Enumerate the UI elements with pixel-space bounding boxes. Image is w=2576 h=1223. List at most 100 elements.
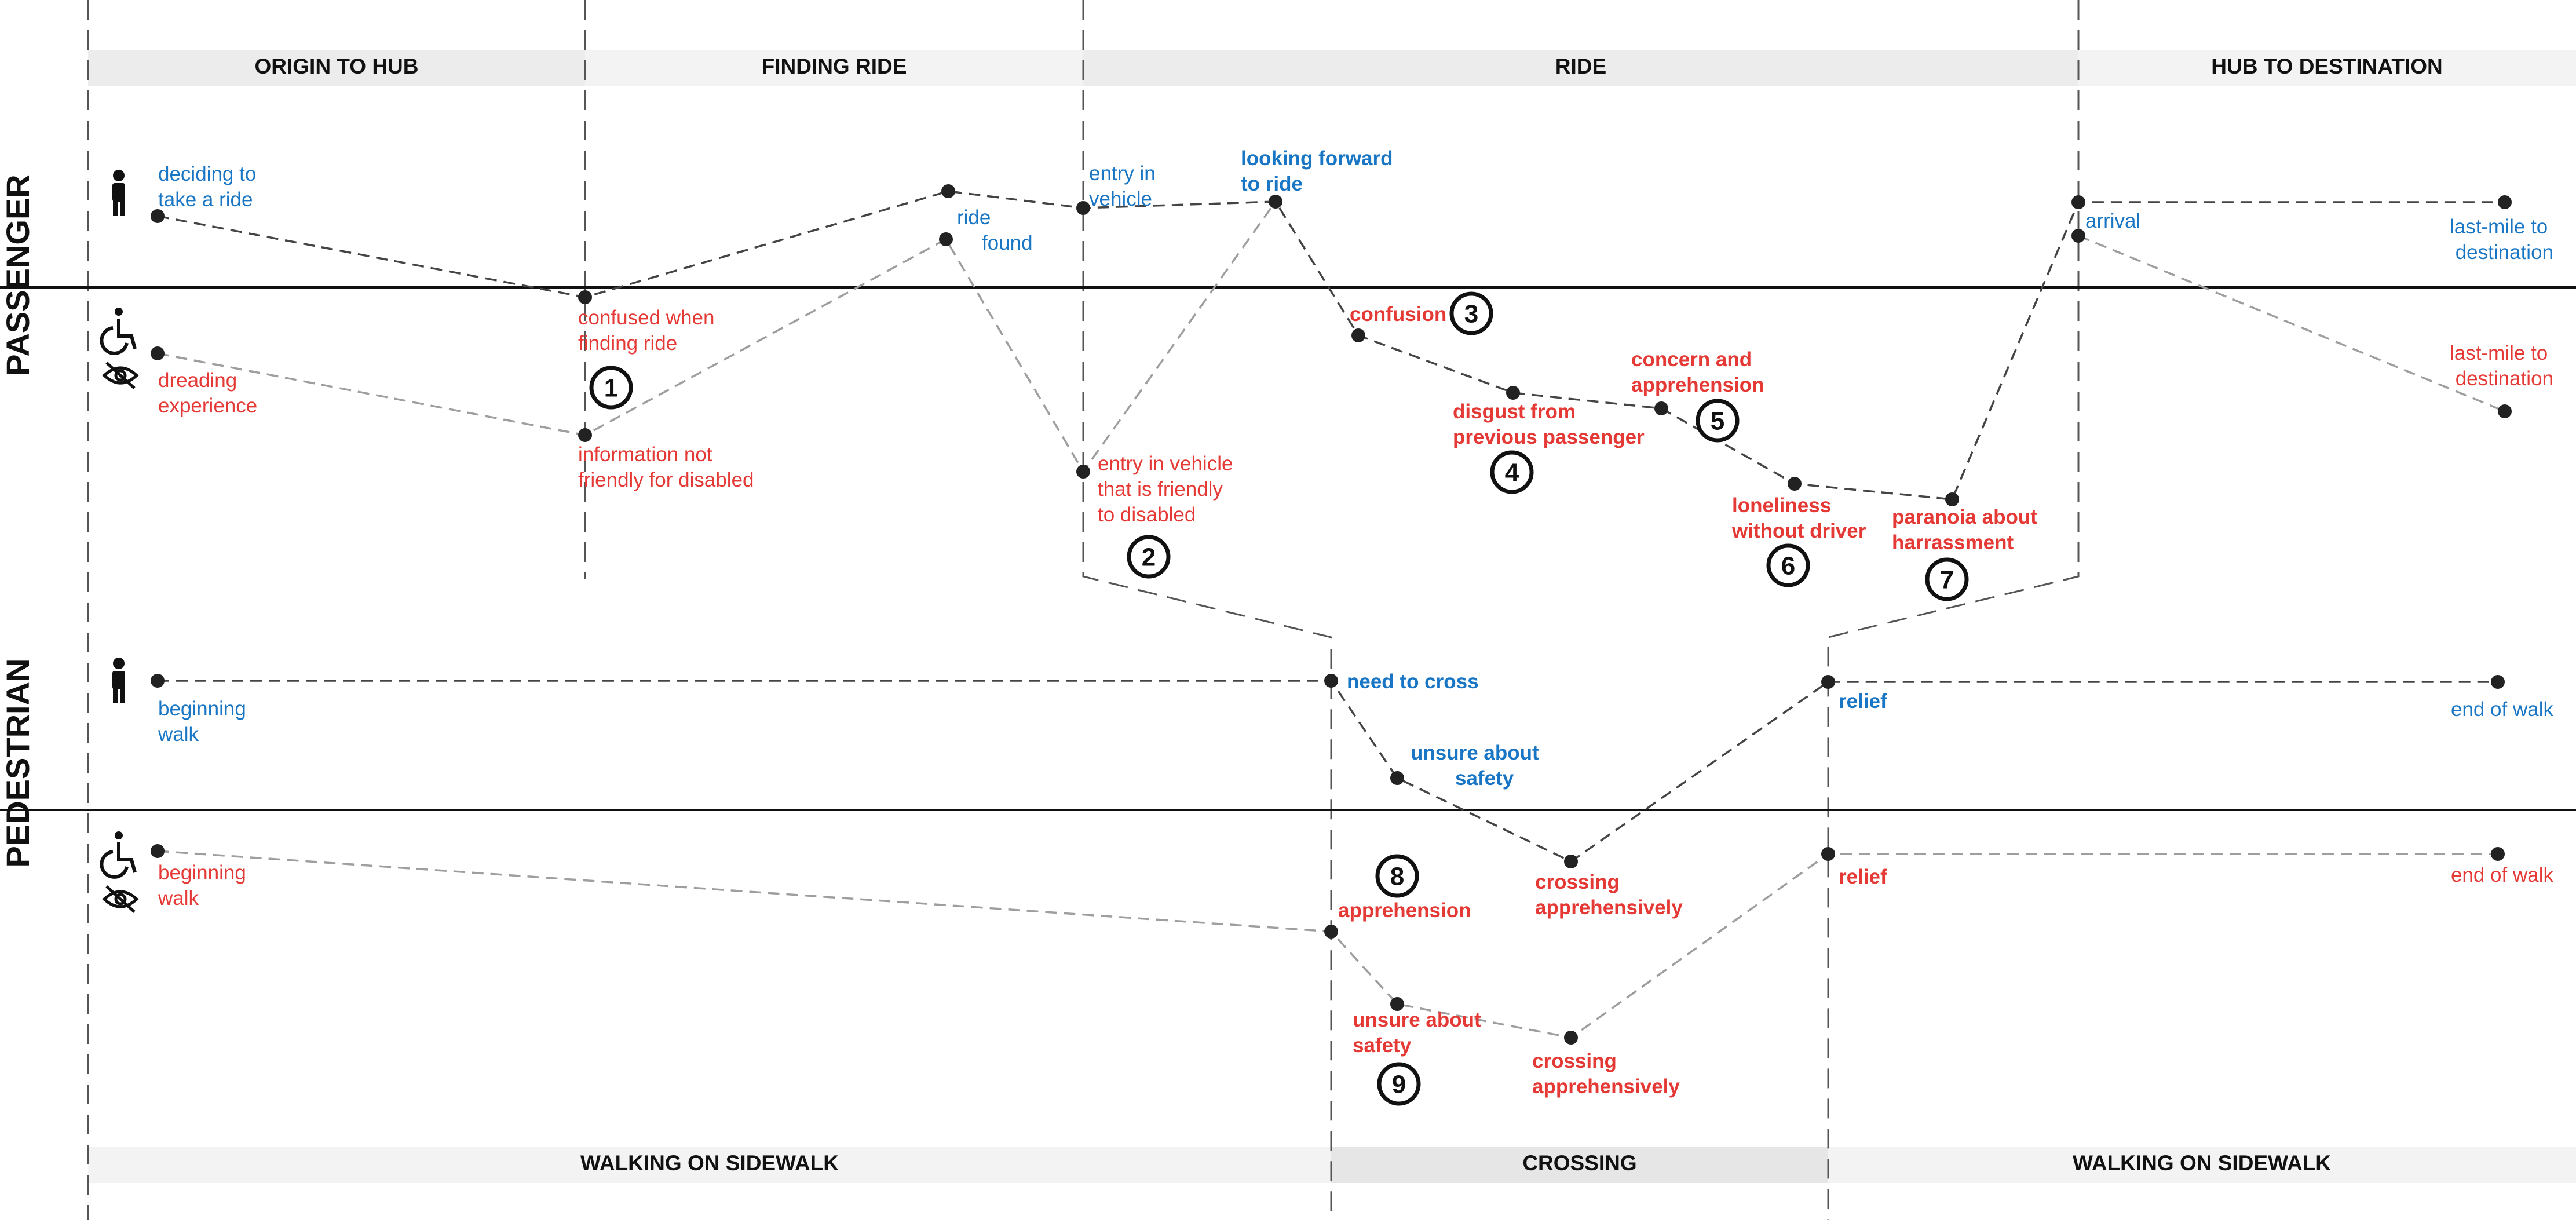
journey-dot [151, 209, 165, 223]
journey-dot [1821, 847, 1835, 861]
label-beginning-walk-impaired: beginning walk [158, 861, 252, 910]
pain-point-2-circle [1127, 535, 1171, 579]
label-beginning-walk: beginning walk [158, 698, 252, 746]
journey-dots [151, 184, 2512, 1045]
journey-dot [941, 184, 955, 198]
journey-dot [2498, 404, 2512, 418]
divider-ride-hub [1827, 0, 2080, 1220]
label-entry-in-vehicle: entry in vehicle [1089, 162, 1161, 210]
label-apprehension: apprehension [1338, 899, 1471, 922]
pain-point-markers [589, 291, 1969, 1106]
journey-dot [1324, 925, 1338, 939]
label-need-to-cross: need to cross [1347, 670, 1479, 693]
side-label-pedestrian: PEDESTRIAN [0, 659, 36, 868]
journey-dot [1351, 328, 1365, 342]
person-icon [112, 170, 125, 216]
side-label-passenger: PASSENGER [0, 174, 36, 375]
phase-band-finding-ride [585, 50, 1083, 86]
label-end-of-walk: end of walk [2451, 698, 2554, 721]
journey-dot [2071, 229, 2085, 243]
journey-dot [1076, 465, 1090, 479]
label-arrival: arrival [2085, 210, 2140, 232]
wheelchair-icon [100, 308, 137, 355]
pedestrian-typical-line [158, 680, 2498, 863]
phase-label-walking-right: WALKING ON SIDEWALK [2073, 1151, 2331, 1175]
label-deciding-to-take-a-ride: deciding to take a ride [158, 163, 262, 211]
journey-dot [1821, 675, 1835, 689]
journey-dot [151, 674, 165, 688]
label-end-of-walk-impaired: end of walk [2451, 864, 2554, 886]
phase-band-ride [1083, 50, 2078, 86]
journey-dot [1564, 855, 1578, 868]
journey-dot [2491, 847, 2505, 861]
visually-impaired-icon [102, 362, 139, 389]
journey-dot [1788, 477, 1802, 491]
visually-impaired-icon [102, 885, 139, 913]
passenger-impaired-line [157, 200, 1277, 474]
journey-dot [578, 290, 592, 304]
phase-dividers [87, 0, 2080, 1220]
phase-label-hub-to-destination: HUB TO DESTINATION [2211, 54, 2442, 78]
person-icon [112, 658, 125, 703]
journey-dot [2491, 675, 2505, 689]
journey-dot [1564, 1031, 1578, 1045]
pain-point-1-number: 1 [604, 374, 618, 403]
journey-dot [1390, 771, 1404, 785]
journey-dot [1076, 201, 1090, 215]
label-ride-found: ride found [957, 206, 1033, 254]
label-unsure-about-safety-impaired: unsure about safety [1353, 1009, 1486, 1057]
label-paranoia-about-harrassment: paranoia about harrassment [1892, 506, 2043, 554]
pedestrian-impaired-labels: beginning walk apprehension unsure about… [158, 861, 2553, 1098]
journey-dot [1324, 674, 1338, 688]
pedestrian-impaired-line [157, 850, 2498, 1039]
phase-band-hub-to-destination [2078, 50, 2576, 86]
label-dreading-experience: dreading experience [158, 369, 257, 417]
wheelchair-icon [100, 831, 137, 879]
journey-dot [1654, 401, 1668, 415]
phase-label-crossing: CROSSING [1522, 1151, 1636, 1175]
pain-point-8-number: 8 [1390, 863, 1404, 891]
label-entry-in-vehicle-friendly: entry in vehicle that is friendly to dis… [1098, 452, 1238, 526]
bottom-phase-bar: WALKING ON SIDEWALK CROSSING WALKING ON … [88, 1147, 2576, 1183]
passenger-impaired-labels: confused when finding ride ride found dr… [158, 206, 2553, 554]
pain-point-9-circle [1377, 1062, 1421, 1106]
journey-dot [151, 844, 165, 858]
pain-point-5-number: 5 [1711, 407, 1724, 436]
phase-band-crossing [1331, 1147, 1828, 1183]
label-information-not-friendly: information not friendly for disabled [578, 443, 754, 491]
pain-point-9-number: 9 [1392, 1071, 1406, 1099]
label-crossing-apprehensively: crossing apprehensively [1535, 871, 1683, 919]
journey-dot [578, 428, 592, 442]
label-confused-when-finding-ride: confused when finding ride [578, 306, 720, 355]
top-phase-bar: ORIGIN TO HUB FINDING RIDE RIDE HUB TO D… [88, 50, 2576, 86]
label-crossing-apprehensively-impaired: crossing apprehensively [1532, 1050, 1680, 1098]
pain-point-4-circle [1490, 450, 1534, 494]
pain-point-6-circle [1766, 543, 1810, 587]
pain-point-3-number: 3 [1464, 300, 1478, 328]
journey-dot [2071, 195, 2085, 209]
journey-dot [939, 232, 953, 246]
journey-dot [151, 346, 165, 360]
label-last-mile-to-destination: last-mile to destination [2450, 216, 2553, 264]
phase-band-walking-left [88, 1147, 1331, 1183]
pedestrian-typical-labels: beginning walk need to cross unsure abou… [158, 670, 2553, 919]
passenger-impaired-tail-line [2078, 235, 2505, 412]
pain-point-5-circle [1696, 399, 1740, 443]
phase-label-ride: RIDE [1555, 54, 1606, 78]
passenger-typical-line [157, 190, 2505, 501]
pain-point-7-circle [1925, 557, 1969, 601]
phase-label-walking-left: WALKING ON SIDEWALK [580, 1151, 839, 1175]
pain-point-1-circle [589, 366, 633, 410]
journey-dot [1269, 195, 1282, 209]
pain-point-7-number: 7 [1940, 566, 1954, 594]
phase-label-finding-ride: FINDING RIDE [762, 54, 907, 78]
label-loneliness-without-driver: loneliness without driver [1731, 494, 1866, 542]
label-concern-and-apprehension: concern and apprehension [1631, 348, 1764, 396]
pain-point-2-number: 2 [1142, 543, 1156, 572]
label-relief-impaired: relief [1839, 866, 1887, 888]
journey-dot [1945, 492, 1959, 506]
phase-band-walking-right [1828, 1147, 2576, 1183]
pain-point-3-circle [1449, 291, 1493, 335]
